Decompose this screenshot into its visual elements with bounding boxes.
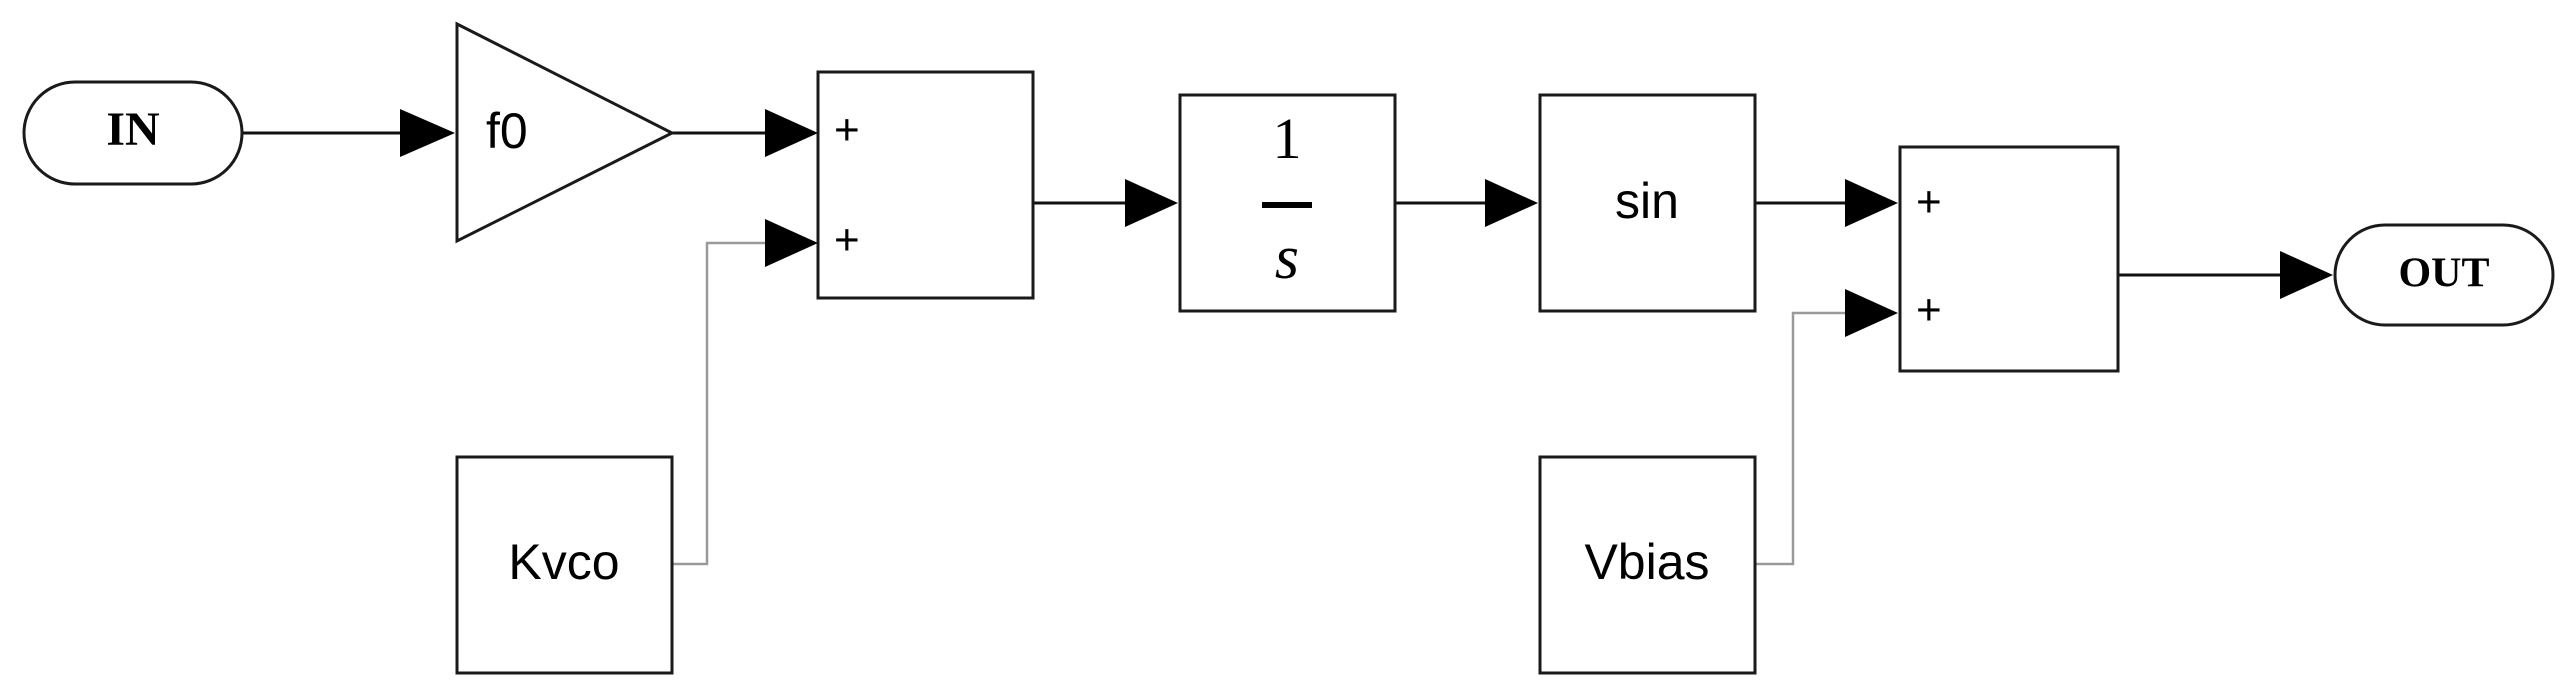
integrator-block[interactable]: 1 s xyxy=(1178,93,1397,313)
arrowhead-sin-input xyxy=(1485,179,1538,227)
constant-block-vbias[interactable]: Vbias xyxy=(1538,455,1757,675)
arrowhead-out-input xyxy=(2280,251,2333,299)
sum-block-1[interactable]: + + xyxy=(816,70,1035,300)
inport-in[interactable]: IN xyxy=(22,80,244,186)
constant-block-kvco[interactable]: Kvco xyxy=(455,455,674,675)
integrator-numerator: 1 xyxy=(1273,106,1302,171)
inport-label: IN xyxy=(106,103,160,156)
kvco-label: Kvco xyxy=(508,534,619,590)
arrowhead-sum1-input-bottom xyxy=(765,219,818,267)
signal-wires xyxy=(242,131,2285,566)
sum-block-2[interactable]: + + xyxy=(1898,145,2120,373)
arrowhead-sum2-input-bottom xyxy=(1845,289,1898,337)
outport-out[interactable]: OUT xyxy=(2333,223,2555,327)
sum1-sign-bottom: + xyxy=(834,216,860,265)
vbias-label: Vbias xyxy=(1584,534,1709,590)
wire-kvco-to-sum1 xyxy=(672,241,765,566)
outport-label: OUT xyxy=(2398,251,2489,297)
arrowhead-gain-input xyxy=(400,109,455,157)
arrowhead-sum1-input-top xyxy=(765,109,818,157)
gain-label: f0 xyxy=(486,103,528,159)
sin-block[interactable]: sin xyxy=(1538,93,1757,313)
sin-label: sin xyxy=(1615,173,1679,229)
sum2-sign-top: + xyxy=(1916,178,1942,227)
gain-block[interactable]: f0 xyxy=(455,21,676,244)
wire-vbias-to-sum2 xyxy=(1755,311,1850,566)
sum2-sign-bottom: + xyxy=(1916,286,1942,335)
arrowheads xyxy=(400,109,2333,337)
integrator-denominator: s xyxy=(1275,224,1299,292)
sum1-sign-top: + xyxy=(834,106,860,155)
arrowhead-sum2-input-top xyxy=(1845,179,1898,227)
arrowhead-integrator-input xyxy=(1125,179,1178,227)
